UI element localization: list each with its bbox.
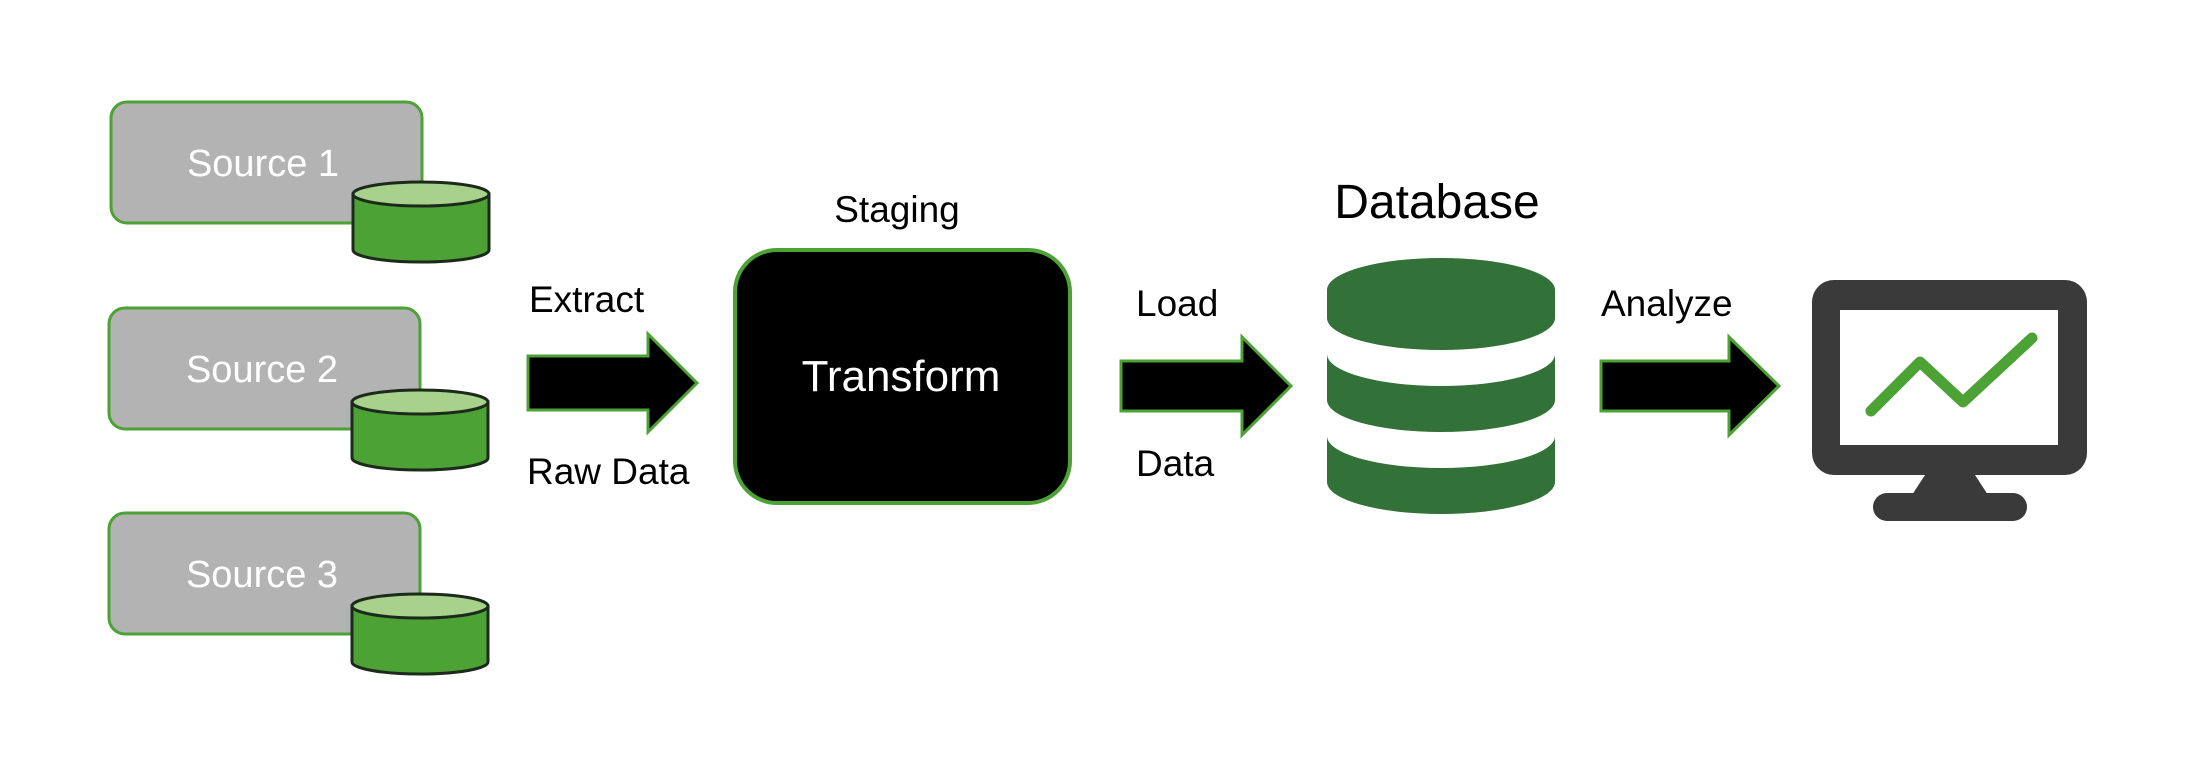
source-1-cylinder-icon: [351, 180, 491, 264]
source-3-label: Source 3: [186, 554, 338, 596]
data-label: Data: [1136, 443, 1215, 484]
transform-box: [733, 248, 1072, 505]
source-3-cylinder-icon: [350, 592, 490, 676]
source-3-box: [107, 511, 422, 636]
source-1: Source 1: [109, 100, 491, 264]
source-2-box: [107, 306, 422, 431]
analyze-arrow-icon: [1599, 333, 1782, 439]
monitor-chart-icon: [1812, 280, 2087, 521]
trend-line-icon: [1865, 332, 2038, 417]
raw-data-label: Raw Data: [527, 451, 690, 492]
source-2-label: Source 2: [186, 349, 338, 391]
analyze-label: Analyze: [1601, 283, 1733, 324]
source-1-box: [109, 100, 424, 225]
extract-arrow-icon: [526, 330, 700, 436]
extract-label: Extract: [529, 279, 645, 320]
database-icon: [1327, 258, 1555, 514]
staging-label: Staging: [834, 189, 960, 230]
source-3: Source 3: [107, 511, 490, 676]
load-arrow-icon: [1119, 333, 1294, 439]
source-2-cylinder-icon: [350, 388, 490, 472]
transform-label: Transform: [802, 352, 1001, 401]
database-label: Database: [1334, 176, 1539, 229]
source-1-label: Source 1: [187, 143, 339, 185]
source-2: Source 2: [107, 306, 490, 472]
load-label: Load: [1136, 283, 1218, 324]
